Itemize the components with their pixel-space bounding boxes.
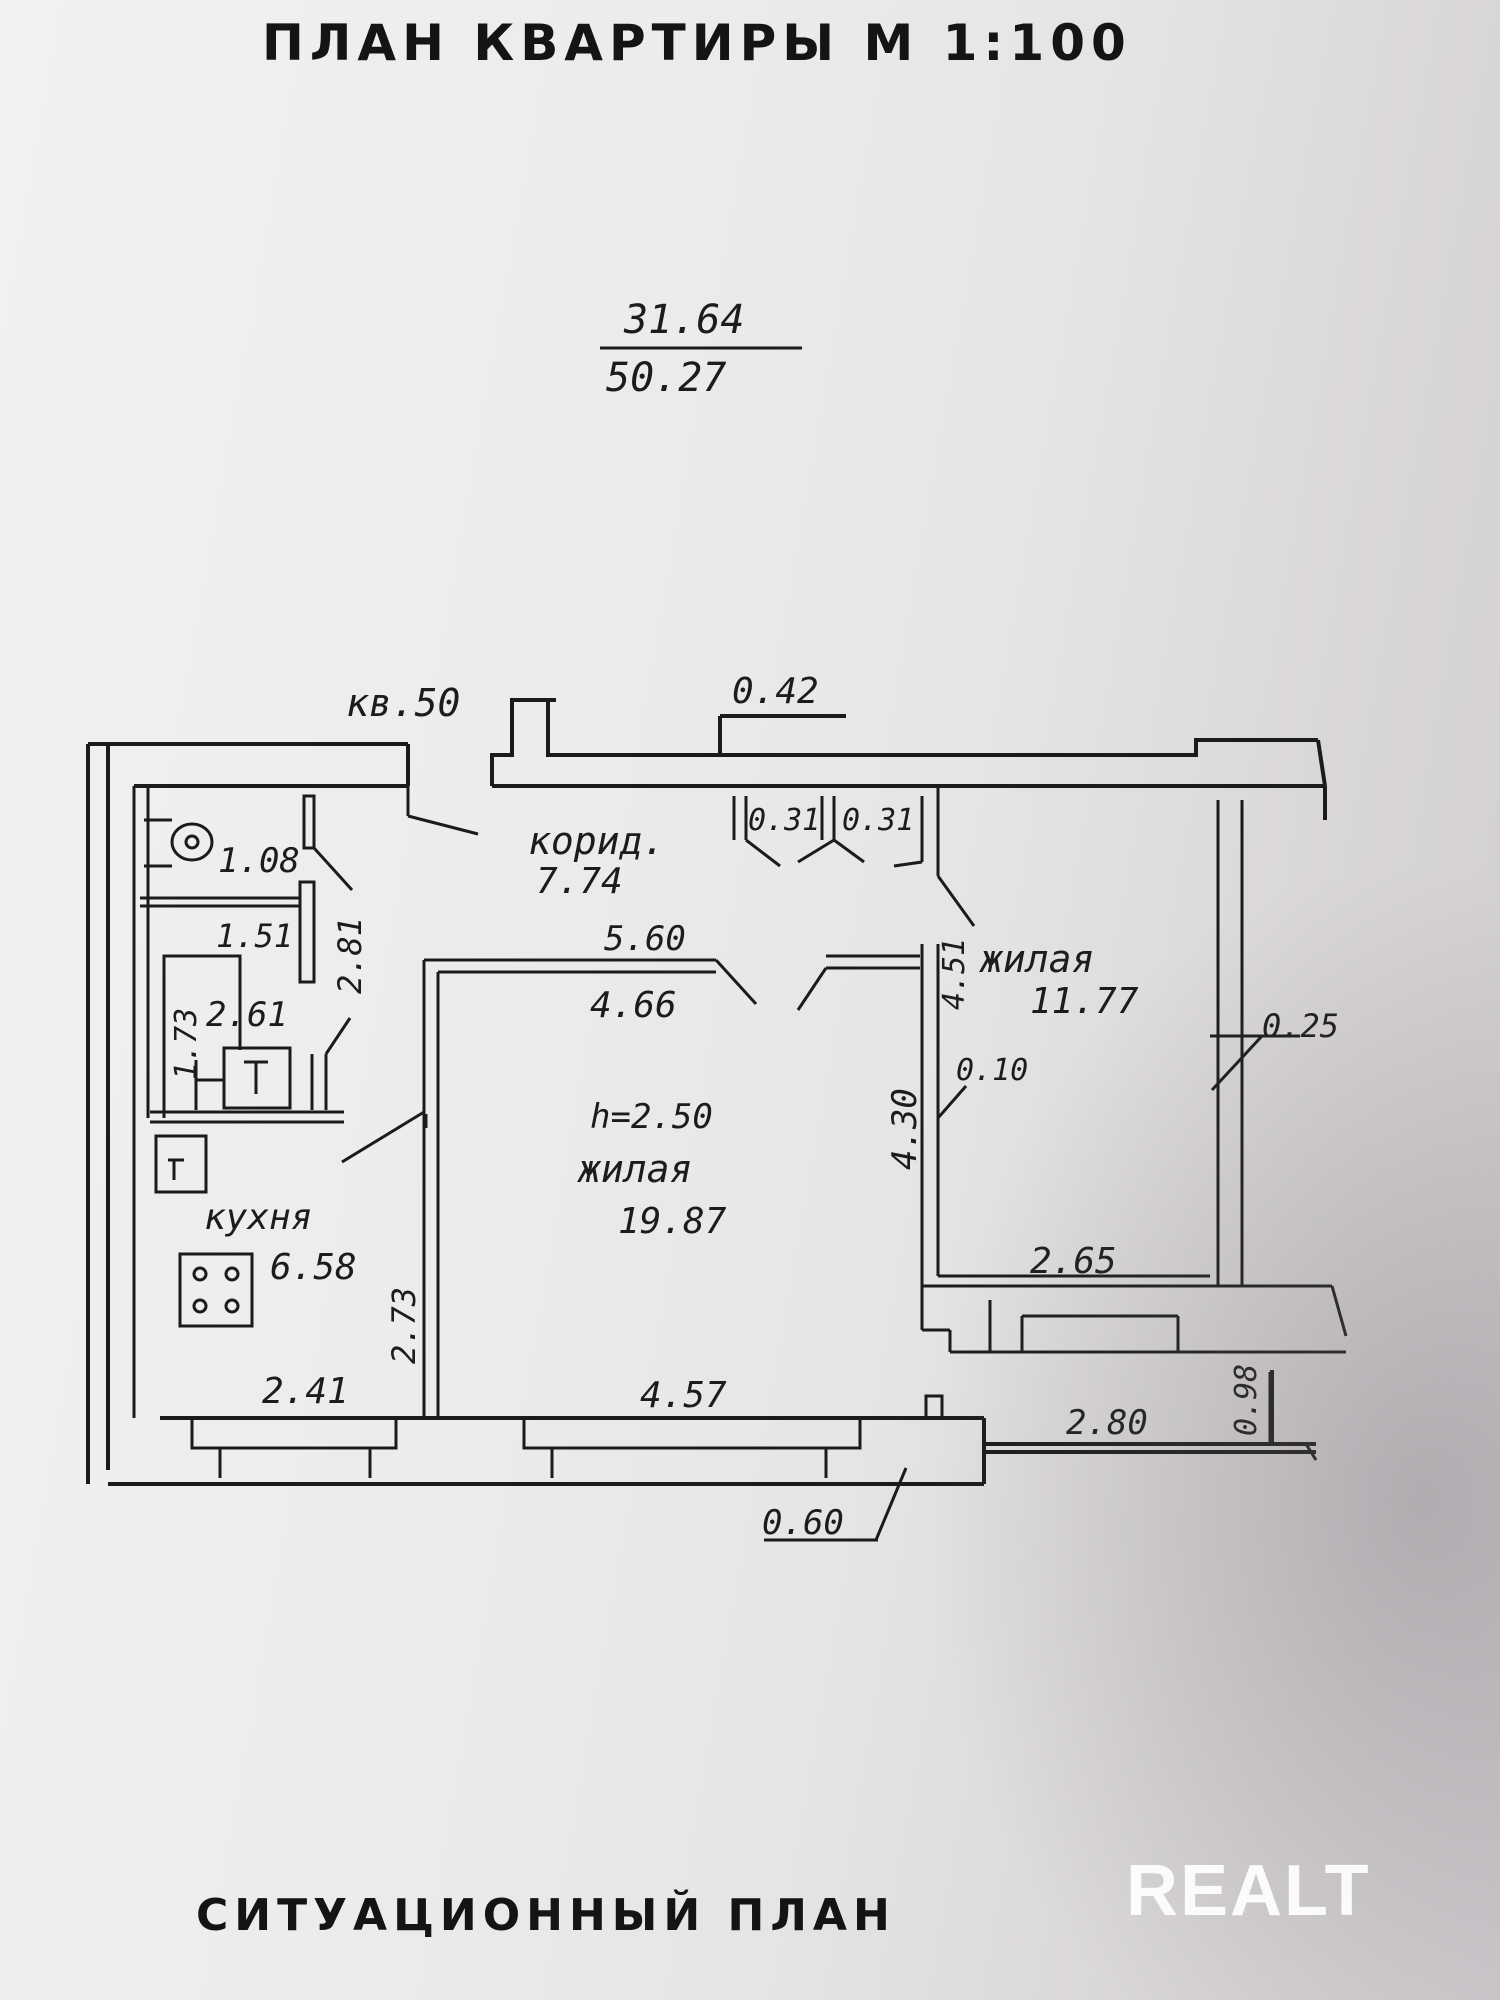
dim-010: 0.10 (956, 1053, 1029, 1088)
corridor-closets (732, 796, 924, 868)
outer-wall-top-right (546, 700, 1318, 757)
entry-door-swing (407, 814, 479, 836)
wc-door (302, 794, 316, 850)
dim-151: 1.51 (216, 917, 294, 955)
total-area: 50.27 (606, 355, 727, 401)
living-small-walls (920, 786, 1348, 1354)
dim-010-leader (936, 1085, 968, 1119)
realt-watermark-logo: REALT (1126, 1851, 1371, 1931)
vent-small (924, 1394, 944, 1420)
kitchen-name: кухня (204, 1197, 313, 1238)
dim-025-leader (1210, 1034, 1264, 1092)
dim-060-leader (874, 1467, 908, 1541)
corridor-name: корид. (528, 819, 666, 863)
outer-walls (86, 698, 1327, 1486)
dim-430: 4.30 (885, 1088, 925, 1170)
living-small-area: 11.77 (1030, 981, 1139, 1022)
apartment-number: кв.50 (346, 681, 461, 725)
dim-451: 4.51 (937, 937, 972, 1010)
dim-281: 2.81 (331, 916, 369, 994)
dim-457: 4.57 (640, 1375, 727, 1416)
wc-area: 1.08 (218, 841, 300, 881)
living-small-name: жилая (980, 937, 1095, 981)
bath-sink (222, 1046, 292, 1110)
dimension-leaders (764, 1034, 1300, 1542)
small-room-door (936, 875, 976, 927)
window-openings (190, 1372, 1318, 1478)
plan-title: ПЛАН КВАРТИРЫ М 1:100 (262, 14, 1132, 72)
dim-560: 5.60 (604, 919, 686, 959)
dim-042: 0.42 (732, 671, 819, 712)
living-big-name: жилая (578, 1147, 693, 1191)
dim-273: 2.73 (385, 1286, 423, 1364)
kitchen-sink (154, 1134, 208, 1194)
dim-241: 2.41 (262, 1371, 349, 1412)
living-big-area: 19.87 (618, 1201, 727, 1242)
dim-098: 0.98 (1229, 1363, 1264, 1436)
corridor-area: 7.74 (536, 861, 623, 902)
dim-031-a: 0.31 (748, 803, 821, 838)
ceiling-height: h=2.50 (590, 1097, 713, 1137)
dim-173: 1.73 (169, 1007, 204, 1080)
kitchen-area: 6.58 (270, 1247, 357, 1288)
living-big-walls (341, 954, 920, 1418)
living-area-total: 31.64 (624, 297, 745, 343)
dim-025: 0.25 (1262, 1007, 1340, 1045)
left-rooms (132, 786, 479, 1418)
living-window (522, 1416, 862, 1450)
dim-280: 2.80 (1066, 1403, 1148, 1443)
dim-466: 4.66 (590, 985, 677, 1026)
situation-plan-title: СИТУАЦИОННЫЙ ПЛАН (196, 1890, 896, 1941)
bath-tub (162, 954, 242, 1118)
living-door-right (796, 967, 828, 1011)
bath-area: 2.61 (206, 995, 288, 1035)
living-door-left (714, 958, 758, 1006)
dim-060: 0.60 (762, 1503, 844, 1543)
toilet-icon (170, 822, 214, 862)
kitchen-door-swing (341, 1110, 425, 1164)
bath-door (298, 880, 316, 984)
kitchen-window (190, 1416, 398, 1450)
dim-265: 2.65 (1030, 1241, 1117, 1282)
dim-031-b: 0.31 (842, 803, 915, 838)
stove-icon (178, 1252, 254, 1328)
entry-notch (490, 698, 556, 786)
